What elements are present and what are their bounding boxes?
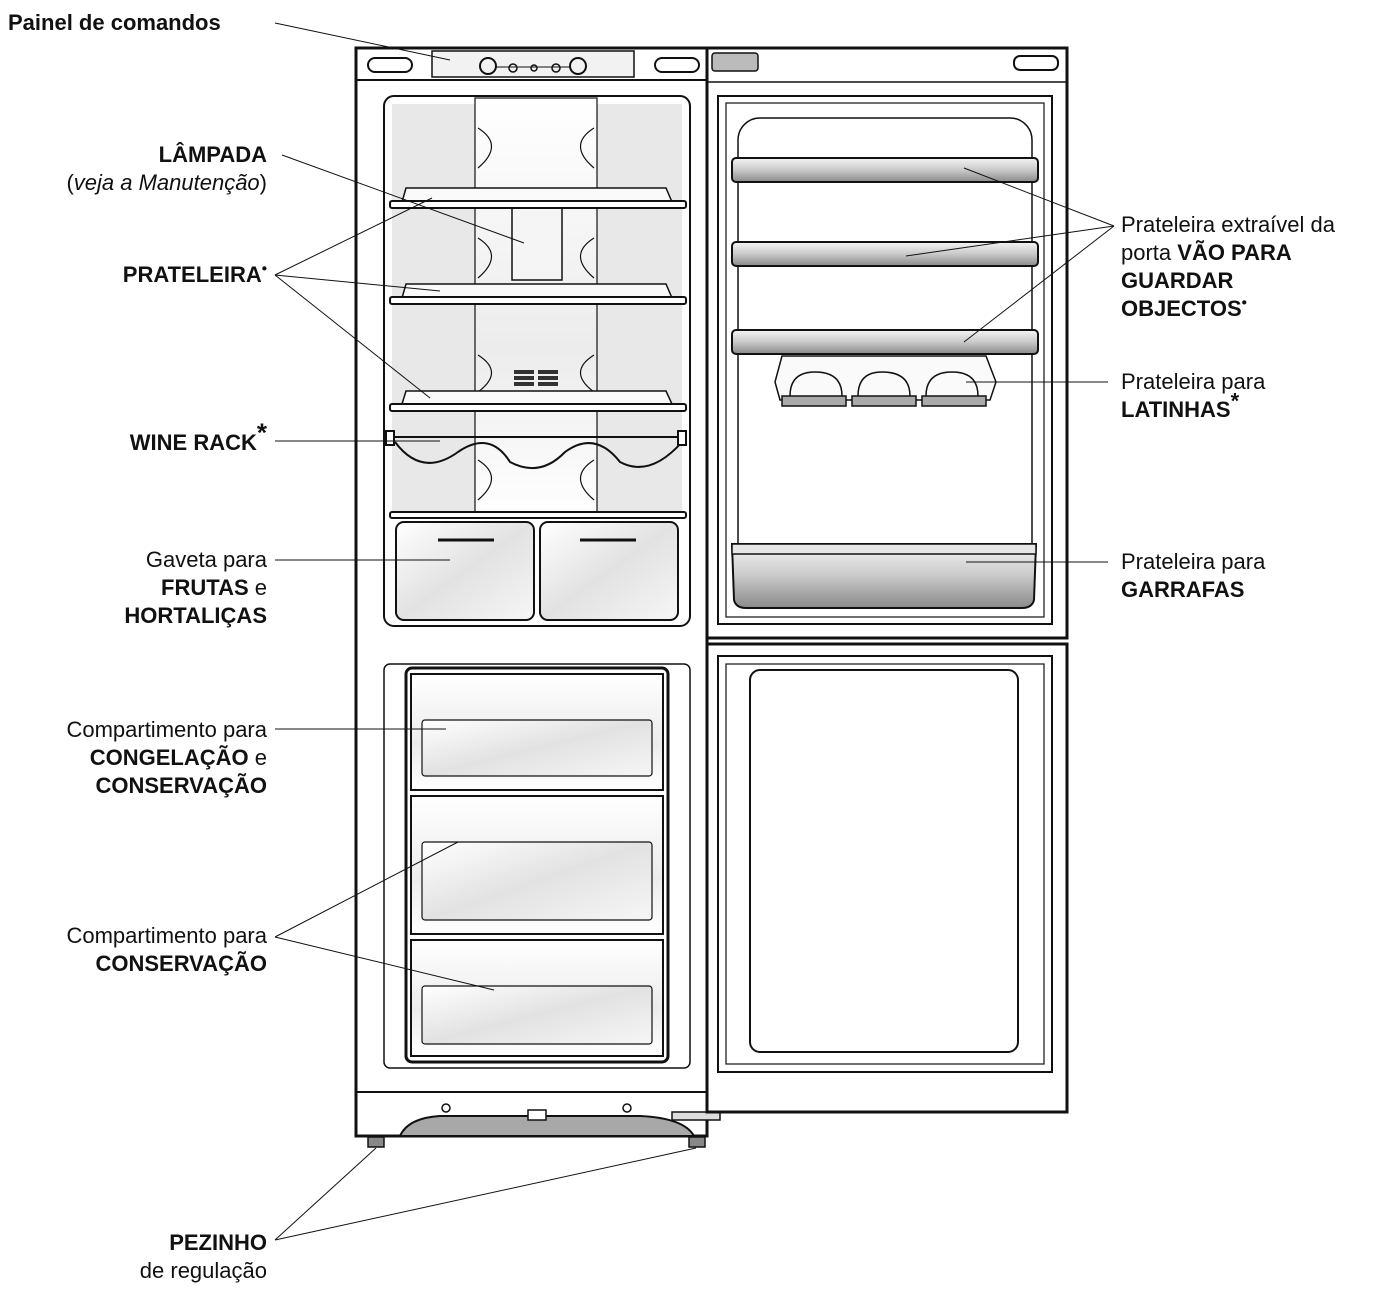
control-panel [367, 50, 700, 78]
label-wine-rack: WINE RACK* [129, 417, 267, 455]
label-lamp-title: LÂMPADA [158, 142, 267, 167]
wine-rack [385, 430, 687, 469]
freezer-compartment [383, 663, 691, 1069]
adjustable-feet [367, 1136, 706, 1148]
label-control-panel: Painel de comandos [8, 10, 221, 35]
label-feet: PEZINHO de regulação [139, 1230, 267, 1283]
glass-shelves [389, 187, 687, 519]
label-bottle-shelf: Prateleira para GARRAFAS [1121, 549, 1266, 602]
label-shelf: PRATELEIRA• [122, 260, 267, 287]
kickplate [398, 1103, 721, 1137]
label-door-shelf: Prateleira extraível da porta VÃO PARA G… [1121, 212, 1335, 321]
label-freezer-section: Compartimento para CONGELAÇÃO e CONSERVA… [66, 717, 267, 798]
label-storage-section: Compartimento para CONSERVAÇÃO [66, 923, 267, 976]
label-lamp: LÂMPADA (veja a Manutenção) [66, 141, 267, 197]
label-lamp-note: (veja a Manutenção) [66, 170, 267, 195]
label-crisper: Gaveta para FRUTAS e HORTALIÇAS [124, 547, 267, 628]
crisper-drawers [395, 521, 679, 621]
freezer-door [705, 642, 1069, 1114]
fridge-door [705, 46, 1069, 640]
leader-lines [274, 22, 1115, 1241]
label-can-rack: Prateleira para LATINHAS* [1121, 369, 1266, 422]
vent-grille [514, 370, 558, 386]
